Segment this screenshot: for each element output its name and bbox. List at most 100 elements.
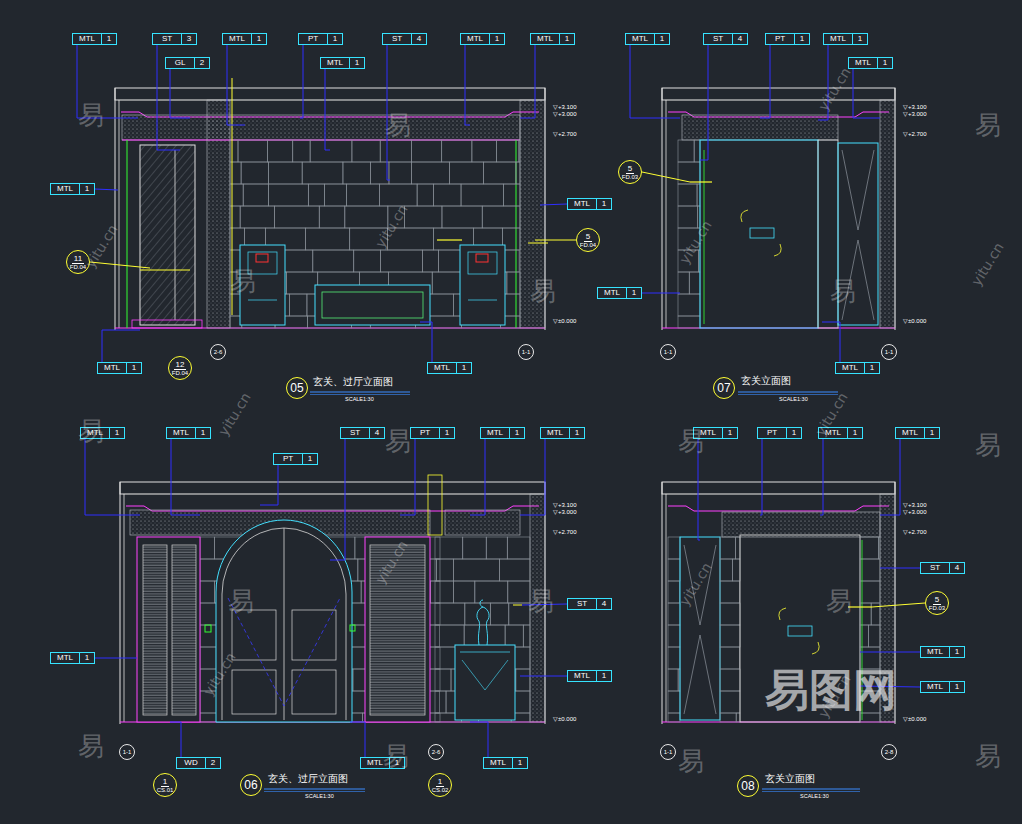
material-tag: MTL1 [835, 362, 880, 374]
watermark: 易 [975, 430, 1001, 460]
tag-text: 1 [80, 653, 94, 663]
line [284, 528, 285, 720]
stone-tile [860, 713, 880, 722]
material-tag: MTL1 [895, 427, 940, 439]
material-tag: PT1 [273, 453, 318, 465]
wall-line [115, 88, 116, 330]
watermark-logo: 易图网 [765, 664, 897, 715]
stone-tile [302, 162, 343, 184]
stone-tile [860, 647, 880, 669]
leader-line [387, 45, 390, 180]
material-tag: ST3 [152, 33, 197, 45]
tag-text: 4 [370, 428, 384, 438]
level-mark: ▽+3.100 [903, 502, 927, 509]
tag-text: MTL [921, 647, 950, 657]
stone-tiles [435, 537, 530, 722]
yellow-line [140, 270, 190, 271]
door-panel [292, 670, 336, 714]
tag-text: GL [166, 58, 195, 68]
wall-section [880, 494, 895, 722]
view-title: 玄关立面图 [741, 375, 791, 387]
tag-text: 1 [390, 758, 404, 768]
yellow-line [513, 605, 522, 606]
stone-tile [404, 206, 442, 228]
stone-tile [504, 184, 520, 206]
green-line [862, 540, 863, 720]
leader-line [522, 604, 567, 605]
view-number: 08 [737, 775, 759, 797]
callout-text: 5 [584, 232, 592, 242]
line [462, 660, 508, 690]
stone-tile [720, 625, 740, 647]
tag-text: 2 [195, 58, 209, 68]
tag-text: ST [383, 34, 412, 44]
stone-tile [305, 228, 349, 250]
yellow-line [437, 239, 462, 240]
stone-tile [720, 669, 740, 691]
tag-text: ST [568, 599, 597, 609]
stone-tile [442, 140, 472, 162]
tag-text: MTL [541, 428, 570, 438]
material-tag: MTL1 [848, 57, 893, 69]
stone-tile [689, 272, 700, 294]
leader-line [325, 69, 330, 150]
leader-line [300, 45, 303, 118]
tag-text: 1 [950, 682, 964, 692]
stone-tiles [720, 537, 740, 722]
wall-section [880, 100, 895, 328]
stone-tile [860, 559, 880, 581]
level-mark: ▽+3.000 [553, 509, 577, 516]
yellow-line [690, 181, 712, 182]
tag-text: MTL [836, 363, 865, 373]
watermark: 易 [830, 276, 856, 306]
door-cabinet [137, 537, 200, 722]
watermark: yitu.cn [968, 240, 1007, 289]
glass-door [140, 145, 195, 325]
ceiling-section [722, 512, 880, 537]
stone-tile [475, 581, 508, 603]
material-tag: MTL1 [97, 362, 142, 374]
callout-text: 1 [436, 777, 444, 787]
callout-text: FD.04 [172, 370, 188, 377]
level-mark: ▽+2.700 [903, 131, 927, 138]
line [468, 300, 497, 301]
callout-text: 1 [161, 777, 169, 787]
door-opening [700, 140, 818, 328]
stone-tile [240, 206, 274, 228]
green-line [127, 140, 128, 328]
watermark: 易 [228, 586, 254, 616]
stone-tile [417, 184, 433, 206]
door-panel [232, 670, 276, 714]
line [460, 652, 510, 653]
stone-tile [678, 206, 698, 228]
tag-text: MTL [321, 58, 350, 68]
leader-line [90, 262, 150, 268]
line [123, 494, 542, 495]
material-tag: PT1 [298, 33, 343, 45]
tag-text: 1 [328, 34, 342, 44]
callout-text: 11 [72, 254, 84, 264]
ceiling-line [668, 506, 889, 511]
stone-tile [678, 250, 699, 272]
leader-line [95, 658, 137, 659]
console-table [315, 285, 430, 325]
tag-text: MTL [73, 34, 102, 44]
level-mark: ▽±0.000 [903, 716, 926, 723]
watermark: 易 [826, 586, 852, 616]
section-text: 2-6 [432, 749, 441, 756]
console-table [322, 292, 423, 318]
rotation-arrow [774, 244, 781, 256]
bulkhead [428, 475, 442, 535]
material-tag: MTL1 [567, 670, 612, 682]
material-tag: MTL1 [567, 198, 612, 210]
stone-tile [267, 140, 292, 162]
material-tag: MTL1 [460, 33, 505, 45]
stone-tile [435, 669, 451, 691]
stone-tile [243, 184, 268, 206]
leader-line [260, 465, 278, 505]
section-mark: 1-1 [518, 344, 534, 360]
wall-line [666, 494, 667, 722]
level-mark: ▽+3.000 [553, 111, 577, 118]
line [665, 100, 892, 101]
section-text: 2-8 [885, 749, 894, 756]
